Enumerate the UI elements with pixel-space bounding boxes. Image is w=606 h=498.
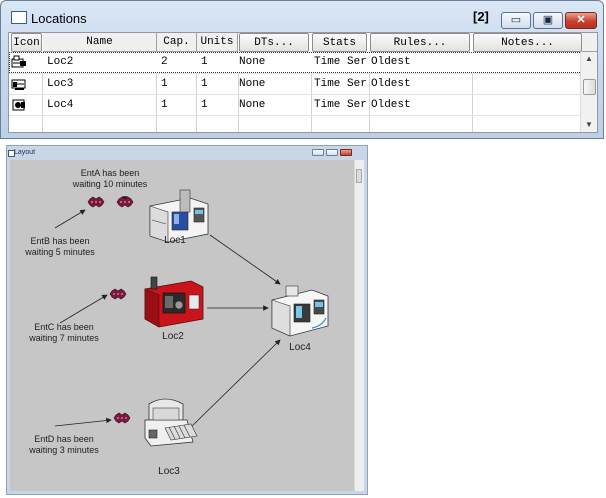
cell-rules[interactable]: Oldest [371,99,411,111]
cell-dts[interactable]: None [239,56,266,68]
layout-minimize-button[interactable] [312,149,324,156]
scroll-thumb[interactable] [583,79,596,95]
location-label-loc2[interactable]: Loc2 [162,331,184,342]
layout-close-button[interactable] [340,149,352,156]
entity-icon [113,412,131,424]
layout-scroll-thumb[interactable] [356,169,362,183]
cell-notes[interactable] [475,95,580,116]
cell-notes[interactable] [475,52,580,73]
layout-window-title: Layout [14,149,36,156]
cell-cap[interactable]: 1 [161,78,168,90]
entity-label-entd: EntD has been waiting 3 minutes [29,434,99,455]
stats-button[interactable]: Stats [312,33,367,52]
cell-units[interactable]: 1 [201,99,208,111]
entity-icon [109,288,127,300]
entity-label-entc: EntC has been waiting 7 minutes [29,322,99,343]
layout-maximize-button[interactable] [326,149,338,156]
cell-rules[interactable]: Oldest [371,56,411,68]
entity-icon [87,196,105,208]
cell-name[interactable]: Loc2 [47,56,74,68]
window-title: Locations [31,11,87,26]
rules-button[interactable]: Rules... [370,33,470,52]
location-label-loc4[interactable]: Loc4 [289,342,311,353]
red-lathe-icon [144,276,204,328]
column-header-units[interactable]: Units [197,33,238,52]
location-label-loc1[interactable]: Loc1 [164,235,186,246]
cell-dts[interactable]: None [239,78,266,90]
machine-icon [12,99,25,111]
cell-dts[interactable]: None [239,99,266,111]
cell-units[interactable]: 1 [201,56,208,68]
column-header-name[interactable]: Name [43,33,157,52]
maximize-button[interactable]: ▣ [533,12,563,29]
lathe-icon [11,79,26,90]
vertical-scrollbar[interactable]: ▲ ▼ [580,52,597,132]
minimize-button[interactable]: ▭ [501,12,531,29]
layout-window-icon [8,150,15,157]
milling-machine-icon [149,189,209,243]
scroll-down-arrow[interactable]: ▼ [585,120,593,129]
cell-name[interactable]: Loc4 [47,99,74,111]
entity-label-enta: EntA has been waiting 10 minutes [72,168,148,189]
cell-name[interactable]: Loc3 [47,78,74,90]
entity-label-entb: EntB has been waiting 5 minutes [25,236,95,257]
cell-stats[interactable]: Time Ser [314,99,367,111]
cell-cap[interactable]: 1 [161,99,168,111]
scroll-up-arrow[interactable]: ▲ [585,54,593,63]
cnc-machine-icon [271,285,329,337]
layout-drawing [54,189,329,447]
column-header-icon[interactable]: Icon [11,33,42,52]
layout-window: Layout [6,145,368,495]
press-machine-icon [144,398,198,447]
location-label-loc3[interactable]: Loc3 [158,466,180,477]
table-row[interactable]: Loc3 1 1 None Time Ser Oldest [9,74,582,95]
notes-button[interactable]: Notes... [473,33,582,52]
locations-table: Icon Name Cap. Units DTs... Stats Rules.… [8,32,598,133]
column-header-cap[interactable]: Cap. [157,33,197,52]
table-row[interactable]: Loc4 1 1 None Time Ser Oldest [9,95,582,116]
cell-notes[interactable] [475,74,580,95]
close-button[interactable]: ✕ [565,12,597,29]
window-icon [11,11,27,24]
cell-cap[interactable]: 2 [161,56,168,68]
dts-button[interactable]: DTs... [239,33,309,52]
window-badge: [2] [473,9,489,24]
table-row[interactable]: Loc2 2 1 None Time Ser Oldest [9,52,582,73]
cell-units[interactable]: 1 [201,78,208,90]
cell-stats[interactable]: Time Ser [314,56,367,68]
cell-stats[interactable]: Time Ser [314,78,367,90]
mill-icon [11,55,26,68]
layout-vertical-scrollbar[interactable] [354,160,364,491]
layout-canvas[interactable]: EntA has been waiting 10 minutes EntB ha… [10,160,354,491]
cell-rules[interactable]: Oldest [371,78,411,90]
locations-window: Locations [2] ▭ ▣ ✕ Icon Name Cap. Units… [0,0,604,139]
